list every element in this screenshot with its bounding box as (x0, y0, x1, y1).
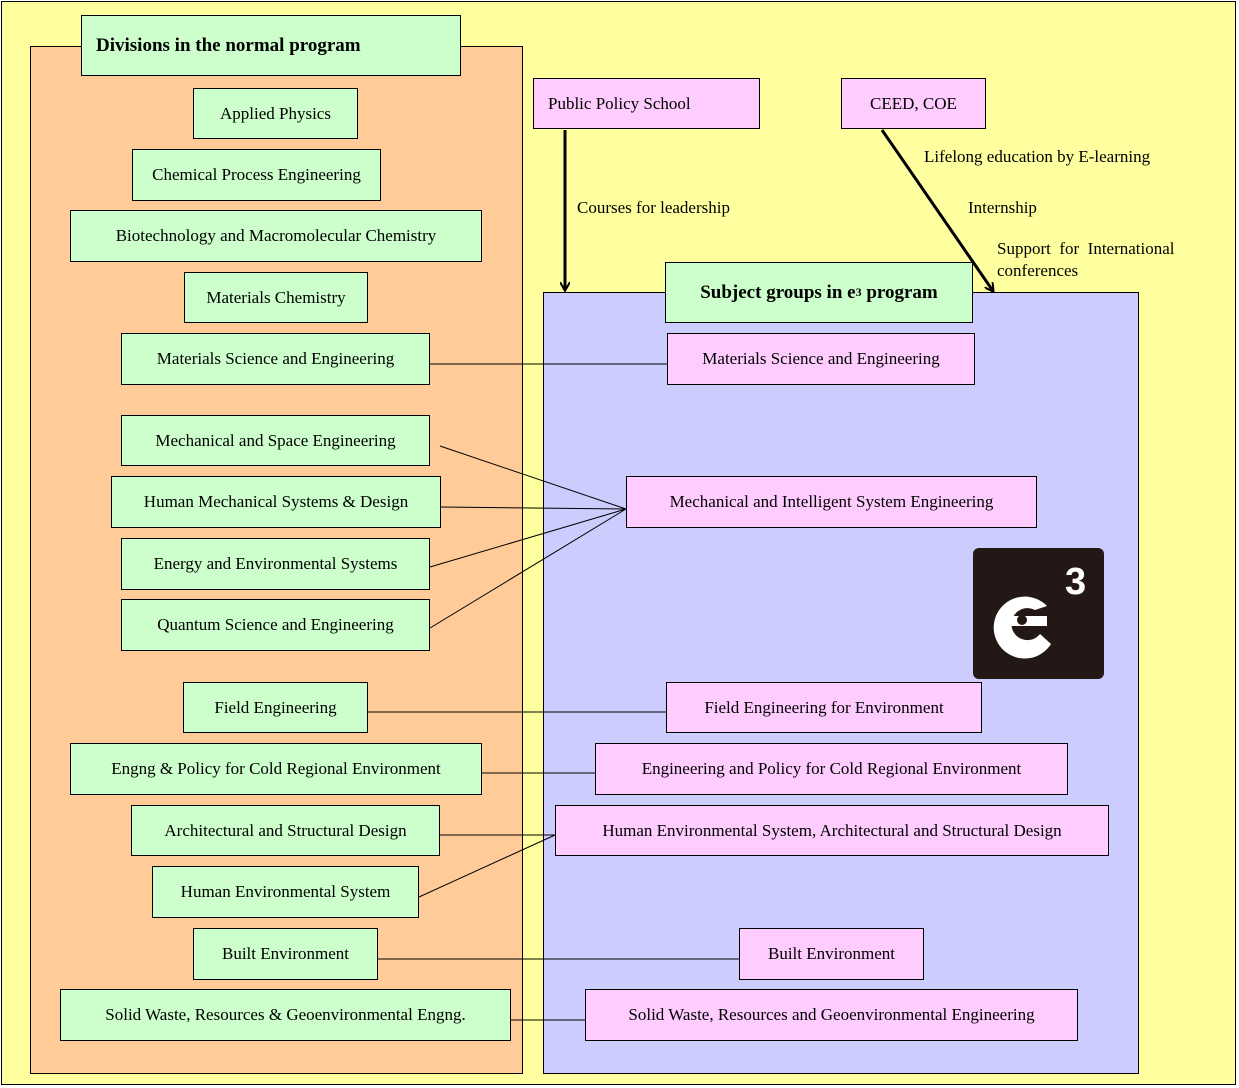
division-applied-physics: Applied Physics (193, 88, 358, 139)
e3-logo-superscript: 3 (1065, 561, 1086, 603)
e3-logo-graphic: 3 (993, 561, 1086, 659)
support-label-line1: Support for International (997, 239, 1175, 258)
e3-title-superscript: 3 (855, 285, 862, 299)
subject-human-architectural: Human Environmental System, Architectura… (555, 805, 1109, 856)
elearning-label: Lifelong education by E-learning (924, 147, 1151, 166)
division-materials-science: Materials Science and Engineering (121, 333, 430, 385)
link-quantum (429, 508, 627, 629)
normal-program-title: Divisions in the normal program (81, 15, 461, 76)
division-human-mechanical: Human Mechanical Systems & Design (111, 476, 441, 528)
division-mechanical-space: Mechanical and Space Engineering (121, 415, 430, 466)
e3-logo: 3 (973, 548, 1104, 679)
link-energy (429, 508, 627, 568)
public-policy-school-box: Public Policy School (533, 78, 760, 129)
division-cold-regional: Engng & Policy for Cold Regional Environ… (70, 743, 482, 795)
division-biotechnology: Biotechnology and Macromolecular Chemist… (70, 210, 482, 262)
subject-solid-waste: Solid Waste, Resources and Geoenvironmen… (585, 989, 1078, 1041)
leadership-label: Courses for leadership (577, 198, 730, 217)
ceed-arrow (880, 129, 993, 291)
subject-materials-science: Materials Science and Engineering (667, 333, 975, 385)
division-materials-chemistry: Materials Chemistry (184, 272, 368, 323)
support-label-line2: conferences (997, 261, 1079, 280)
link-human-environmental (418, 834, 556, 898)
division-built-environment: Built Environment (193, 928, 378, 980)
e3-title-suffix: program (861, 281, 938, 303)
division-field-engineering: Field Engineering (183, 682, 368, 733)
division-architectural: Architectural and Structural Design (131, 805, 440, 856)
link-mechanical-space (439, 445, 627, 510)
link-human-mechanical (440, 506, 627, 510)
subject-mechanical-intelligent: Mechanical and Intelligent System Engine… (626, 476, 1037, 528)
subject-built-environment: Built Environment (739, 928, 924, 980)
internship-label: Internship (968, 198, 1037, 217)
division-solid-waste: Solid Waste, Resources & Geoenvironmenta… (60, 989, 511, 1041)
division-energy-environmental: Energy and Environmental Systems (121, 538, 430, 590)
subject-field-engineering: Field Engineering for Environment (666, 682, 982, 733)
e3-title-prefix: Subject groups in e (700, 281, 856, 303)
division-chemical-process: Chemical Process Engineering (132, 149, 381, 201)
division-human-environmental: Human Environmental System (152, 866, 419, 918)
division-quantum-science: Quantum Science and Engineering (121, 599, 430, 651)
subject-cold-regional: Engineering and Policy for Cold Regional… (595, 743, 1068, 795)
ceed-coe-box: CEED, COE (841, 78, 986, 129)
